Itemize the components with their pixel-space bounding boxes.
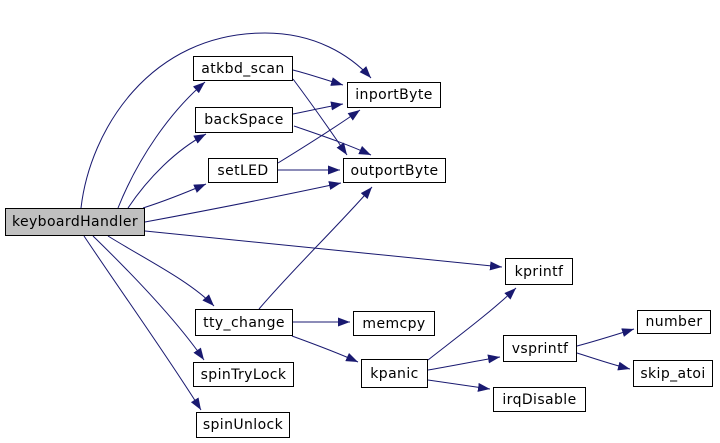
node-inportByte[interactable]: inportByte: [347, 82, 441, 108]
edge-kpanic-vsprintf: [427, 354, 501, 371]
node-number[interactable]: number: [637, 310, 711, 334]
edge-keyboardHandler-atkbd_scan: [117, 81, 206, 209]
node-spinUnlock[interactable]: spinUnlock: [196, 412, 290, 438]
edge-vsprintf-number: [576, 328, 635, 347]
edge-keyboardHandler-inportByte: [80, 32, 372, 209]
node-skip_atoi[interactable]: skip_atoi: [633, 360, 713, 387]
edge-kpanic-irqDisable: [427, 379, 491, 392]
node-kpanic[interactable]: kpanic: [361, 359, 428, 388]
edge-backSpace-inportByte: [292, 101, 344, 115]
edge-keyboardHandler-backSpace: [127, 133, 207, 209]
edge-keyboardHandler-tty_change: [107, 235, 215, 307]
node-memcpy[interactable]: memcpy: [353, 311, 435, 336]
edge-keyboardHandler-kprintf: [144, 230, 503, 271]
edge-keyboardHandler-outportByte: [144, 181, 342, 223]
edge-keyboardHandler-setLED: [142, 183, 207, 209]
edge-tty_change-kpanic: [291, 335, 359, 363]
node-irqDisable[interactable]: irqDisable: [493, 387, 586, 412]
edge-kpanic-kprintf: [427, 287, 517, 361]
node-tty_change[interactable]: tty_change: [195, 309, 293, 336]
edge-backSpace-outportByte: [293, 125, 372, 156]
edge-atkbd_scan-outportByte: [292, 78, 348, 156]
node-atkbd_scan[interactable]: atkbd_scan: [193, 56, 293, 81]
node-outportByte[interactable]: outportByte: [343, 158, 446, 183]
edge-keyboardHandler-spinUnlock: [83, 235, 202, 411]
node-vsprintf[interactable]: vsprintf: [503, 335, 577, 362]
node-spinTryLock[interactable]: spinTryLock: [193, 362, 294, 387]
node-kprintf[interactable]: kprintf: [505, 258, 573, 285]
edge-vsprintf-skip_atoi: [576, 352, 631, 371]
node-keyboardHandler[interactable]: keyboardHandler: [5, 208, 145, 236]
edge-atkbd_scan-inportByte: [292, 69, 344, 86]
node-setLED[interactable]: setLED: [208, 158, 278, 183]
edge-tty_change-outportByte: [258, 186, 373, 310]
edge-setLED-inportByte: [277, 109, 361, 164]
edge-keyboardHandler-spinTryLock: [92, 235, 205, 361]
node-backSpace[interactable]: backSpace: [195, 107, 293, 133]
